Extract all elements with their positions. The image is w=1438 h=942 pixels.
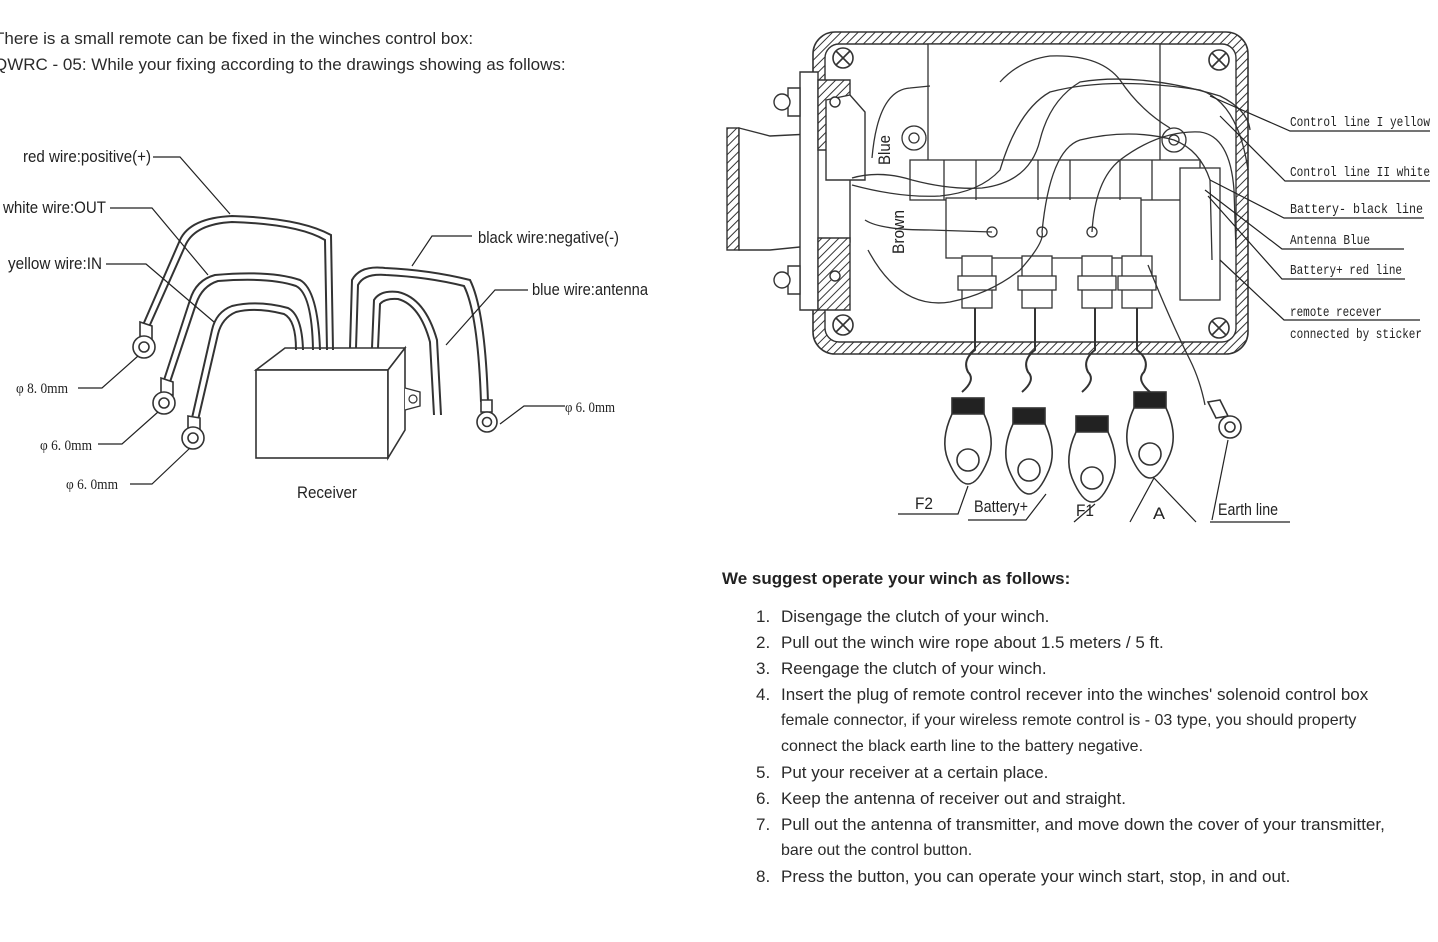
list-item: 3. Reengage the clutch of your winch. [722,656,1438,682]
step-text-continued: female connector, if your wireless remot… [781,712,1357,729]
list-item: 5. Put your receiver at a certain place. [722,760,1438,786]
step-text: Keep the antenna of receiver out and str… [781,789,1126,808]
internal-wires [851,55,1251,406]
step-text: Pull out the antenna of transmitter, and… [781,815,1385,834]
diameter-6mm-label-1: φ 6. 0mm [40,438,92,454]
yellow-wire-label: yellow wire:IN [8,254,102,273]
step-text: Put your receiver at a certain place. [781,763,1049,782]
battery-negative-label: Battery- black line [1290,202,1423,218]
control-line-2-label: Control line II white [1290,165,1430,181]
battery-positive-label: Battery+ red line [1290,263,1402,279]
step-number: 4. [756,685,771,704]
antenna-blue-label: Antenna Blue [1290,233,1370,249]
step-text: Disengage the clutch of your winch. [781,607,1050,626]
step-number: 3. [756,659,771,678]
control-box-diagram: Blue Brown Control line I yellow Control… [726,31,1430,523]
bottom-leaders [898,439,1290,523]
list-item: 4. Insert the plug of remote control rec… [722,682,1438,760]
step-text: Pull out the winch wire rope about 1.5 m… [781,633,1164,652]
diameter-6mm-label-2: φ 6. 0mm [66,477,118,493]
intro-line-2: QWRC - 05: While your fixing according t… [0,55,566,74]
steps-list: 1. Disengage the clutch of your winch. 2.… [722,604,1438,890]
corner-screws [832,47,1230,339]
receiver-label: Receiver [297,483,357,502]
steps-heading: We suggest operate your winch as follows… [722,569,1071,588]
remote-receiver-label-2: connected by sticker [1290,327,1422,343]
blue-wire-label-vertical: Blue [875,135,894,165]
control-line-1-label: Control line I yellow [1290,115,1430,131]
step-number: 2. [756,633,771,652]
step-number: 7. [756,815,771,834]
lug-terminals [944,391,1242,503]
step-number: 5. [756,763,771,782]
blue-wire-label: blue wire:antenna [532,280,648,299]
right-leaders [1204,95,1430,321]
output-cables [961,308,1151,393]
step-text-continued: bare out the control button. [781,842,973,859]
operation-steps: We suggest operate your winch as follows… [722,566,1438,890]
f1-label: F1 [1076,501,1094,520]
a-label: A [1153,504,1166,523]
remote-receiver-label-1: remote recever [1290,305,1382,321]
step-text: Reengage the clutch of your winch. [781,659,1047,678]
step-number: 1. [756,607,771,626]
step-number: 8. [756,867,771,886]
step-text-continued: connect the black earth line to the batt… [781,738,1144,755]
step-text: Insert the plug of remote control receve… [781,685,1369,704]
list-item: 7. Pull out the antenna of transmitter, … [722,812,1438,864]
side-connector [726,71,866,311]
list-item: 6. Keep the antenna of receiver out and s… [722,786,1438,812]
red-wire-label: red wire:positive(+) [23,147,151,166]
intro-text: There is a small remote can be fixed in … [0,26,566,78]
step-text: Press the button, you can operate your w… [781,867,1291,886]
receiver-wires [142,214,489,421]
black-wire-label: black wire:negative(-) [478,228,619,247]
f2-label: F2 [915,494,933,513]
diameter-6mm-label-3: φ 6. 0mm [565,400,615,416]
battery-plus-label: Battery+ [974,497,1028,516]
list-item: 2. Pull out the winch wire rope about 1.5… [722,630,1438,656]
diameter-8mm-label: φ 8. 0mm [16,381,68,397]
step-number: 6. [756,789,771,808]
white-wire-label: white wire:OUT [2,198,106,217]
earth-line-label: Earth line [1218,500,1278,519]
intro-line-1: There is a small remote can be fixed in … [0,29,474,48]
receiver-wiring-diagram: red wire:positive(+) white wire:OUT yell… [2,147,648,502]
receiver-box [253,345,421,461]
left-leaders [78,156,565,485]
list-item: 1. Disengage the clutch of your winch. [722,604,1438,630]
ring-terminals [132,320,498,450]
list-item: 8. Press the button, you can operate your… [722,864,1438,890]
brown-wire-label-vertical: Brown [889,210,908,254]
